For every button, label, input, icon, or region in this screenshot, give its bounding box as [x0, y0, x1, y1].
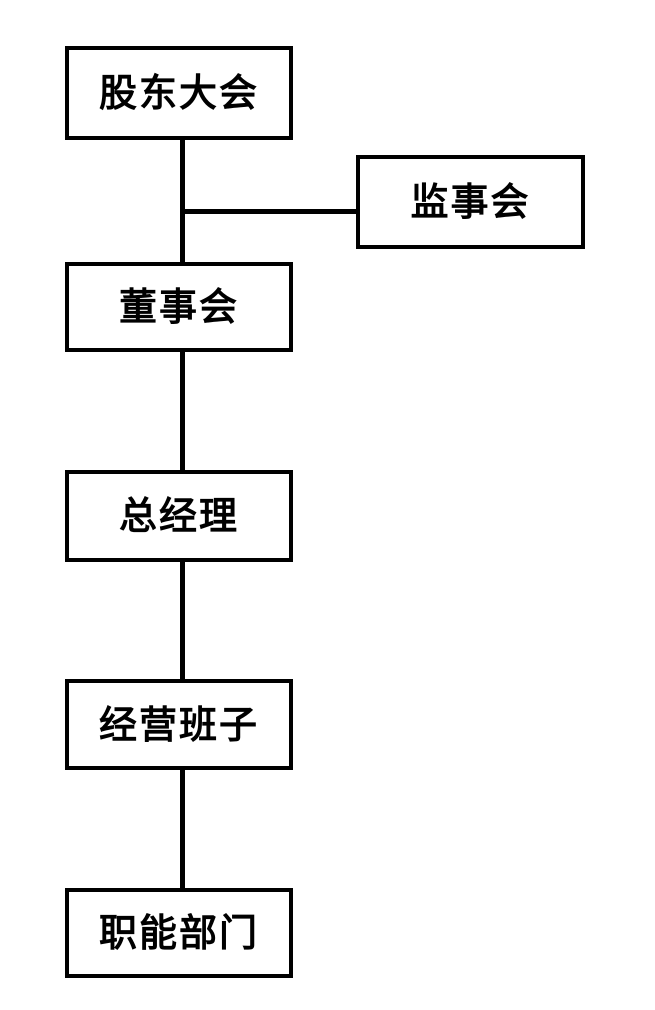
node-label-board-of-directors: 董事会	[118, 285, 239, 329]
connector-trunk-to-supervisory-board	[180, 209, 356, 214]
node-label-general-manager: 总经理	[118, 494, 239, 538]
node-label-supervisory-board: 监事会	[410, 180, 531, 224]
connector-shareholders-to-board	[180, 140, 185, 262]
node-board-of-directors[interactable]: 董事会	[65, 262, 293, 352]
connector-management-team-to-functional-departments	[180, 770, 185, 888]
node-general-manager[interactable]: 总经理	[65, 470, 293, 562]
node-management-team[interactable]: 经营班子	[65, 679, 293, 770]
node-label-management-team: 经营班子	[98, 702, 259, 747]
node-label-shareholders-meeting: 股东大会	[98, 71, 259, 115]
node-shareholders-meeting[interactable]: 股东大会	[65, 46, 293, 140]
connector-board-to-general-manager	[180, 352, 185, 470]
connector-general-manager-to-management-team	[180, 562, 185, 679]
node-label-functional-departments: 职能部门	[98, 911, 259, 955]
node-supervisory-board[interactable]: 监事会	[356, 155, 585, 249]
node-functional-departments[interactable]: 职能部门	[65, 888, 293, 978]
